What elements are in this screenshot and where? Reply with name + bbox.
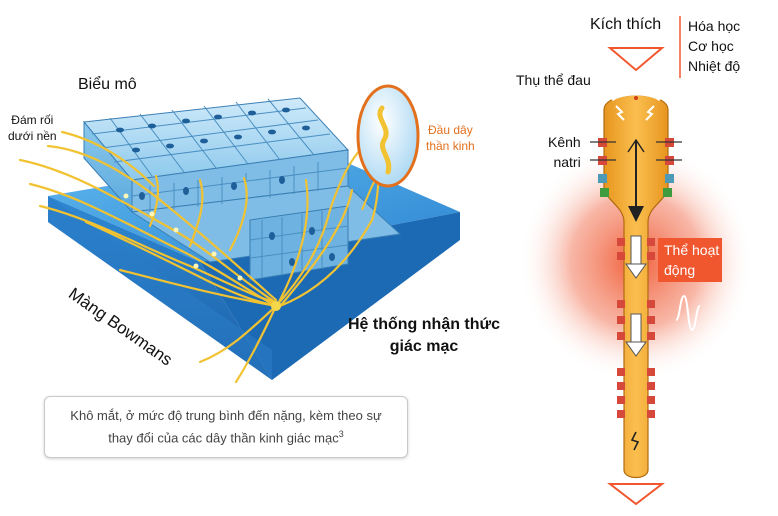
sodium-channel-line2: natri [553,154,581,170]
subbasal-plexus-label: Đám rối dưới nền [8,112,57,144]
action-potential-wave-icon [675,294,701,332]
output-arrow-icon [607,483,665,506]
subbasal-nerve-plexus [18,130,382,384]
nerve-ending-line1: Đầu dây [428,123,473,137]
nerve-ending-line2: thần kinh [426,139,475,153]
stimulus-type-thermal: Nhiệt độ [688,58,741,74]
stimulus-types: Hóa học Cơ học Nhiệt độ [688,16,740,76]
stimulus-label: Kích thích [590,16,662,33]
sodium-channel-line1: Kênh [548,134,581,150]
stimulus-arrow-icon [607,47,665,72]
note-superscript: 3 [338,428,344,439]
sodium-channel-label: Kênh natri [548,132,581,172]
epithelium-label: Biểu mô [78,76,137,93]
stimulus-type-mechanical: Cơ học [688,38,734,54]
nociceptor-label: Thụ thể đau [516,72,591,88]
subbasal-plexus-line1: Đám rối [11,113,54,127]
epithelium-block [83,97,402,281]
sodium-channels [590,138,682,197]
note-line1: Khô mắt, ở mức độ trung bình đến nặng, k… [70,407,382,423]
nerve-ending-bubble [356,84,420,211]
dry-eye-note: Khô mắt, ở mức độ trung bình đến nặng, k… [44,396,408,458]
nerve-ending-label: Đầu dây thần kinh [426,122,475,154]
nociceptor-illustration [518,16,754,506]
action-potential-label: Thể hoạt động [658,238,722,282]
system-title: Hệ thống nhận thức giác mạc [348,314,500,358]
system-title-line1: Hệ thống nhận thức [348,316,501,333]
system-title-line2: giác mạc [389,338,459,355]
signal-arrows [625,235,647,357]
stimulus-type-chemical: Hóa học [688,18,741,34]
axon-channels [617,238,655,418]
subbasal-plexus-line2: dưới nền [8,129,57,143]
cornea-illustration [18,84,460,384]
action-potential-line2: động [664,262,696,278]
note-line2: thay đổi của các dây thần kinh giác mạc [108,430,339,446]
action-potential-line1: Thể hoạt [664,242,720,258]
